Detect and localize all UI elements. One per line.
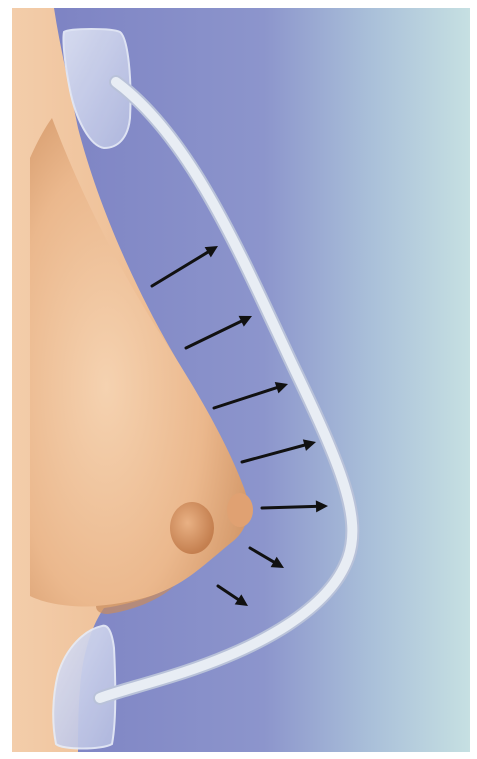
areola [170, 502, 214, 554]
illustration-frame [12, 8, 470, 752]
nipple [227, 493, 253, 527]
arrow-shaft-5 [262, 506, 316, 508]
breast-lift-illustration [12, 8, 470, 752]
